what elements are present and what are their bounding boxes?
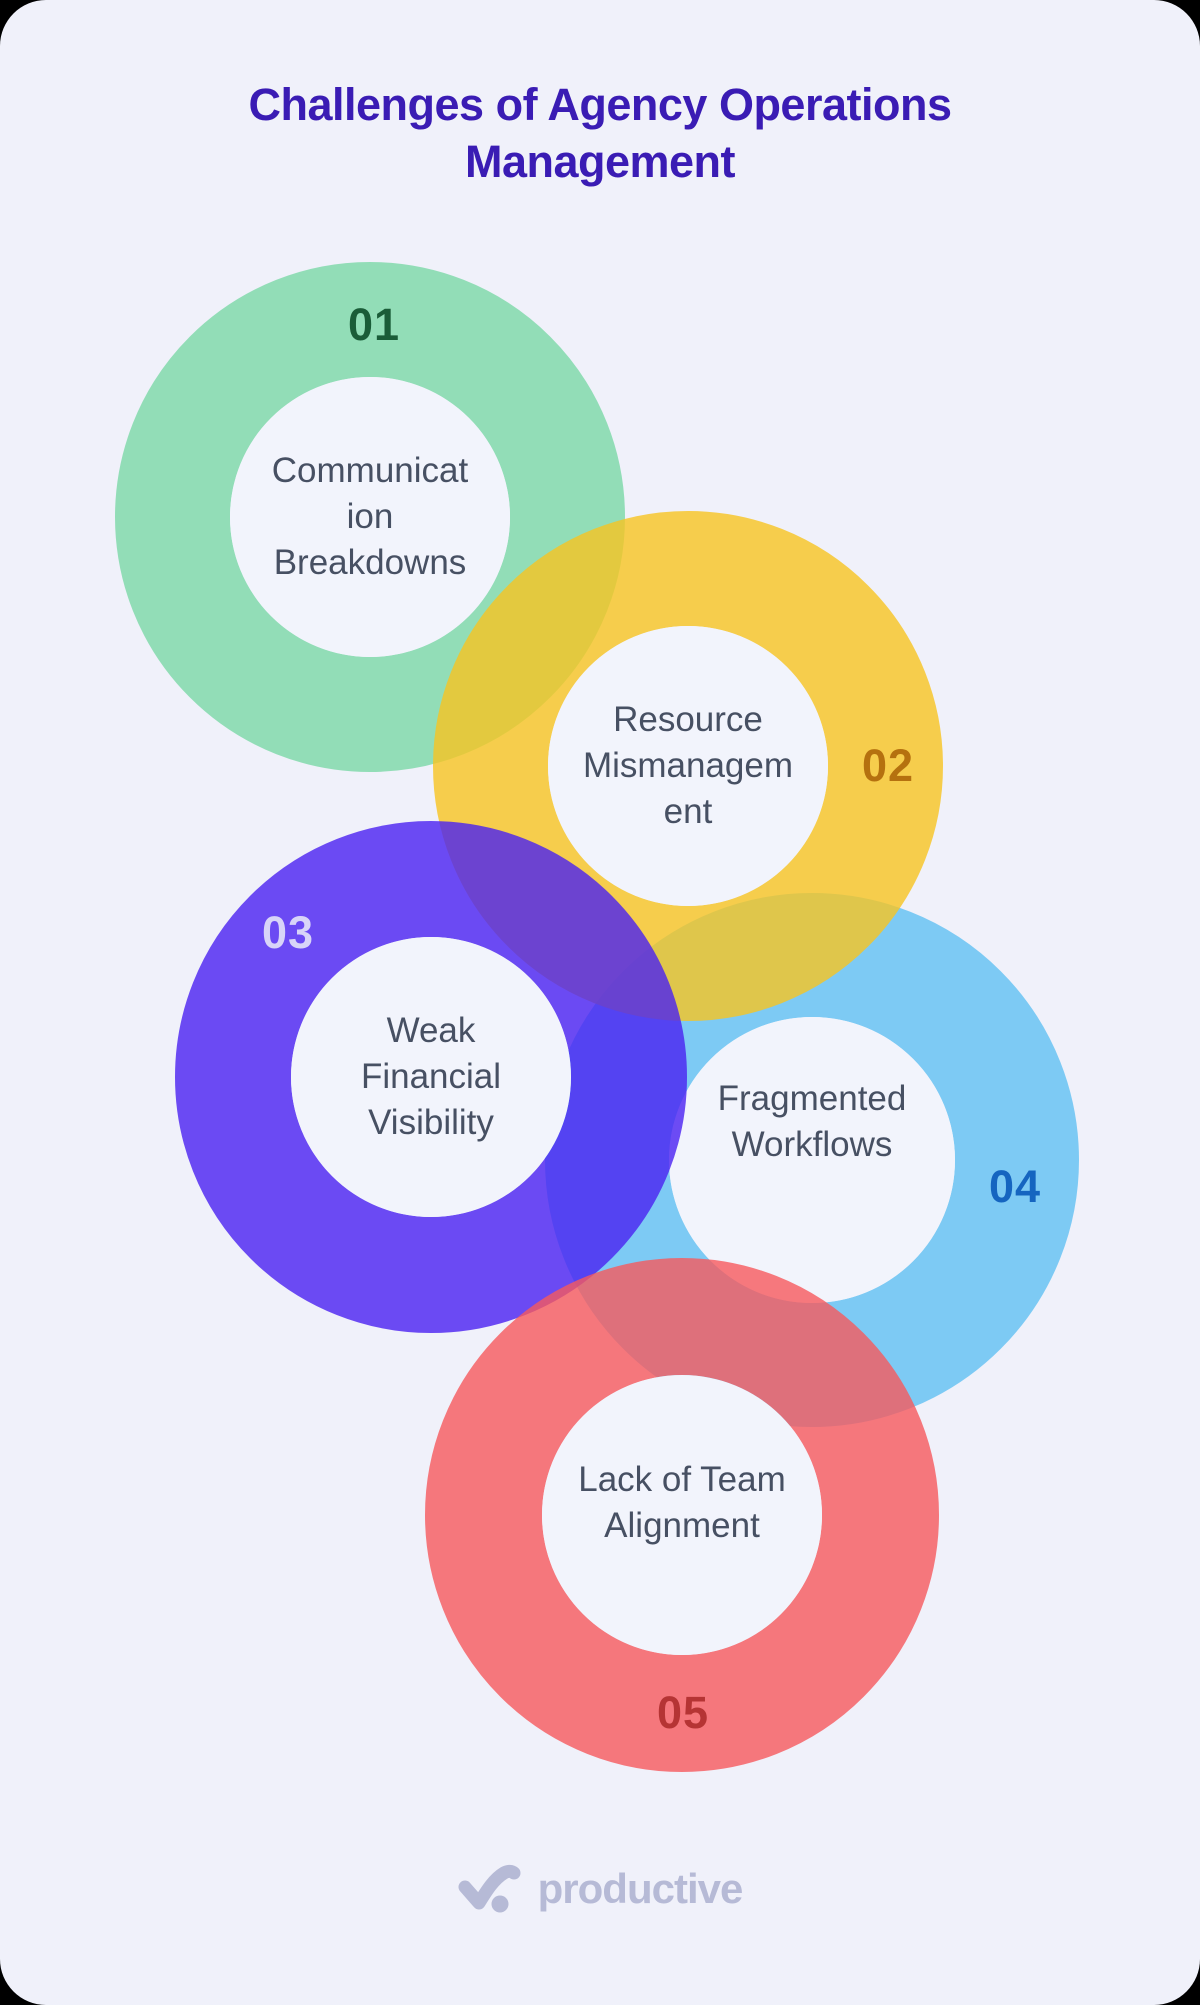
challenge-label-04: Fragmented Workflows [717,1079,907,1164]
challenge-number-01: 01 [347,299,401,350]
challenge-label-03: Weak Financial Visibility [360,1011,502,1142]
challenge-label-02: Resource Mismanagem ent [582,700,794,831]
challenge-number-05: 05 [656,1687,710,1738]
challenge-label-05: Lack of Team Alignment [578,1460,786,1545]
challenge-number-03: 03 [261,907,315,958]
circle-center-03: Weak Financial Visibility [291,937,571,1217]
challenge-circle-02: Resource Mismanagem ent 02 [433,511,943,1021]
brand-wordmark: productive [537,1865,744,1912]
circle-center-04: Fragmented Workflows [669,1017,955,1303]
circle-center-05: Lack of Team Alignment [542,1375,822,1655]
challenge-number-02: 02 [861,740,915,791]
brand-footer: productive [0,1862,1200,1916]
circle-center-02: Resource Mismanagem ent [548,626,828,906]
circle-center-01: Communicat ion Breakdowns [230,377,510,657]
productive-check-icon [458,1862,524,1916]
challenge-circle-03: Weak Financial Visibility 03 [175,821,687,1333]
challenge-label-01: Communicat ion Breakdowns [271,451,469,582]
challenge-circle-05: Lack of Team Alignment 05 [425,1258,939,1772]
page-title: Challenges of Agency Operations Manageme… [248,79,952,187]
challenge-number-04: 04 [988,1161,1042,1212]
